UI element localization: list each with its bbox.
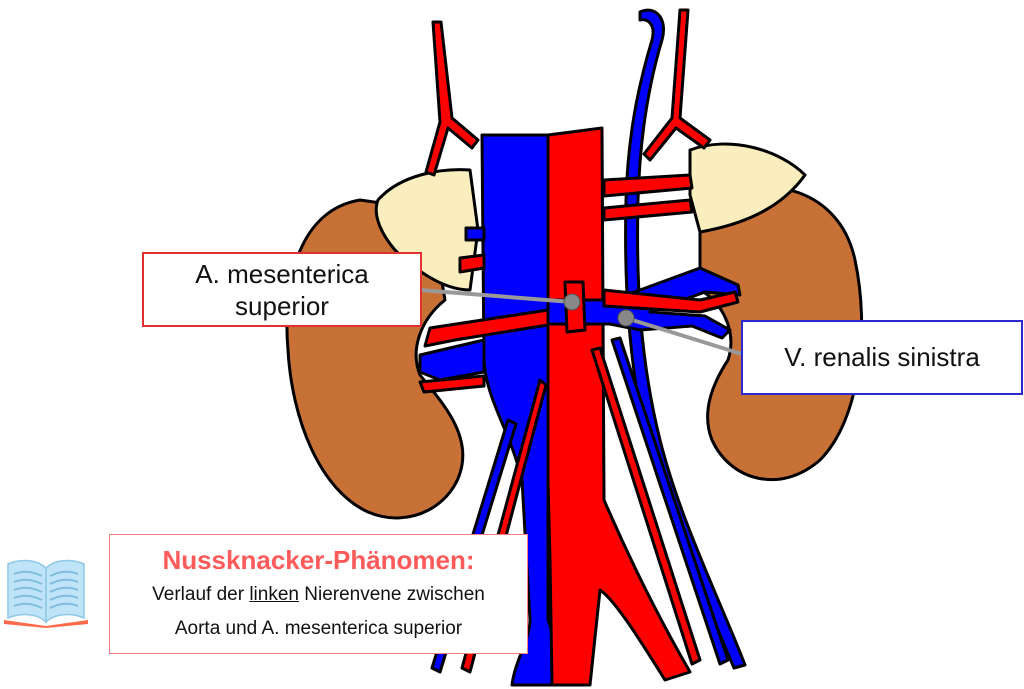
info-line1: Verlauf der linken Nierenvene zwischen	[152, 578, 485, 612]
upper-left-artery	[642, 8, 712, 162]
info-line1-before: Verlauf der	[152, 584, 250, 605]
vrs-label: V. renalis sinistra	[784, 342, 980, 372]
sma-label-box: A. mesenterica superior	[142, 252, 422, 327]
info-title: Nussknacker-Phänomen:	[162, 545, 475, 575]
aorta	[546, 126, 692, 687]
info-line2: Aorta und A. mesenterica superior	[174, 618, 463, 639]
vrs-leader-line	[624, 316, 747, 357]
open-book-icon	[4, 559, 88, 628]
right-renal-artery	[423, 308, 550, 348]
sma-marker-dot	[563, 293, 581, 311]
sma-label-line1: A. mesenterica	[195, 258, 369, 289]
info-line1-after: Nierenvene zwischen	[298, 584, 485, 605]
right-suprarenal-artery	[458, 253, 486, 274]
left-adrenal-gland	[688, 142, 807, 234]
sma-leader-line	[418, 288, 574, 304]
right-suprarenal-vein	[464, 226, 486, 242]
info-box: Nussknacker-Phänomen: Verlauf der linken…	[109, 534, 528, 654]
left-renal-artery	[602, 288, 740, 314]
sma-label-line2: superior	[235, 290, 329, 321]
info-line1-underlined: linken	[249, 584, 299, 605]
right-renal-vein	[418, 338, 486, 382]
right-adrenal-gland	[374, 168, 480, 292]
left-long-vein	[624, 8, 747, 670]
left-gonadal-artery	[590, 346, 702, 666]
upper-right-artery	[424, 20, 480, 177]
vrs-label-box: V. renalis sinistra	[741, 320, 1023, 395]
left-upper-artery-branch	[602, 198, 694, 222]
right-lower-renal-artery	[418, 374, 486, 394]
left-suprarenal-artery	[602, 173, 694, 198]
vrs-marker-dot	[617, 309, 635, 327]
left-gonadal-vein	[610, 336, 730, 666]
